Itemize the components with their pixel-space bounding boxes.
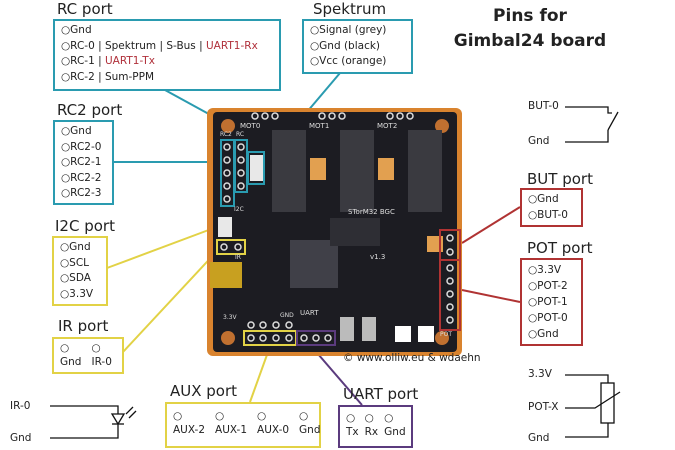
rc-pin: RC-2 | Sum-PPM	[61, 70, 273, 86]
ir-pin: Gnd	[60, 356, 82, 368]
ir-schematic-top-label: IR-0	[10, 400, 31, 412]
pin-hole-icon	[346, 411, 355, 425]
rc2-port-title: RC2 port	[57, 101, 123, 119]
silk-pot: POT	[440, 331, 453, 338]
pot-pin: POT-2	[528, 278, 575, 294]
silk-board-name: STorM32 BGC	[348, 208, 395, 216]
aux-connector-line	[249, 351, 269, 403]
pin-hole-icon	[384, 411, 393, 425]
ir-port-title: IR port	[58, 317, 109, 335]
ir-schematic-bottom-label: Gnd	[10, 432, 32, 444]
i2c-port-box: Gnd SCL SDA 3.3V	[52, 236, 108, 306]
pin-hole-icon	[173, 409, 182, 423]
uart-pin: Rx	[364, 426, 379, 438]
silk-uart: UART	[300, 309, 319, 317]
uart-pin: Gnd	[384, 426, 406, 438]
pot-pin: Gnd	[528, 326, 575, 342]
but-schematic-bottom-label: Gnd	[528, 135, 550, 147]
uart-connector-line	[317, 353, 363, 406]
ir-port-box: Gnd IR-0	[52, 337, 124, 374]
ir-pin: IR-0	[91, 356, 112, 368]
aux-pin: Gnd	[299, 424, 321, 436]
i2c-pin: 3.3V	[60, 287, 100, 303]
i2c-pin: SDA	[60, 271, 100, 287]
button-switch-schematic	[565, 106, 619, 143]
pot-pin: 3.3V	[528, 262, 575, 278]
silk-3v3: 3.3V	[223, 314, 237, 321]
rc-port-title: RC port	[57, 0, 113, 18]
spektrum-pin: Vcc (orange)	[310, 54, 405, 70]
pin-hole-icon	[257, 409, 266, 423]
pot-connector-line	[461, 289, 521, 303]
i2c-pin: SCL	[60, 256, 100, 272]
rc2-pin: RC2-2	[61, 171, 106, 187]
pot-port-box: 3.3V POT-2 POT-1 POT-0 Gnd	[520, 258, 583, 346]
rc2-pin: RC2-3	[61, 186, 106, 202]
diagram-title: Pins for Gimbal24 board	[430, 4, 630, 54]
pot-schematic-mid-label: POT-X	[528, 401, 559, 413]
pot-pin: POT-0	[528, 310, 575, 326]
pin-hole-icon	[60, 341, 69, 355]
i2c-connector-line	[106, 227, 215, 269]
ir-connector-line	[122, 249, 219, 353]
rc2-pin: RC2-0	[61, 140, 106, 156]
uart-pin: Tx	[346, 426, 359, 438]
aux-pin: AUX-1	[215, 424, 248, 436]
but-pin: Gnd	[528, 192, 575, 208]
silk-rc: RC	[236, 131, 245, 138]
aux-pin: AUX-0	[257, 424, 290, 436]
silk-ir: IR	[235, 254, 241, 261]
but-port-title: BUT port	[527, 170, 593, 188]
rc-pin: RC-0 | Spektrum | S-Bus | UART1-Rx	[61, 39, 273, 55]
pot-schematic-top-label: 3.3V	[528, 368, 552, 380]
silk-gnd: GND	[280, 312, 294, 319]
silk-i2c: I2C	[234, 206, 244, 213]
pot-port-title: POT port	[527, 239, 593, 257]
spektrum-pin: Gnd (black)	[310, 39, 405, 55]
silk-mot0: MOT0	[240, 122, 261, 130]
i2c-pin: Gnd	[60, 240, 100, 256]
uart-port-box: Tx Rx Gnd	[338, 405, 413, 448]
but-connector-line	[461, 206, 521, 244]
rc2-port-box: Gnd RC2-0 RC2-1 RC2-2 RC2-3	[53, 120, 114, 205]
pin-hole-icon	[91, 341, 100, 355]
aux-pin: AUX-2	[173, 424, 206, 436]
rc2-pin: Gnd	[61, 124, 106, 140]
aux-port-box: AUX-2 AUX-1 AUX-0 Gnd	[165, 402, 321, 448]
i2c-port-title: I2C port	[55, 217, 115, 235]
spektrum-pin: Signal (grey)	[310, 23, 405, 39]
uart-port-title: UART port	[343, 385, 419, 403]
but-schematic-top-label: BUT-0	[528, 100, 559, 112]
but-pin: BUT-0	[528, 208, 575, 224]
aux-port-title: AUX port	[170, 382, 238, 400]
rc2-pin: RC2-1	[61, 155, 106, 171]
board-photo	[207, 108, 462, 356]
rc-pin: RC-1 | UART1-Tx	[61, 54, 273, 70]
pin-hole-icon	[215, 409, 224, 423]
pot-pin: POT-1	[528, 294, 575, 310]
spektrum-box: Signal (grey) Gnd (black) Vcc (orange)	[302, 19, 413, 74]
silk-version: v1.3	[370, 253, 386, 261]
title-line-1: Pins for	[493, 6, 567, 26]
rc-port-box: Gnd RC-0 | Spektrum | S-Bus | UART1-Rx R…	[53, 19, 281, 91]
pin-hole-icon	[299, 409, 308, 423]
silk-rc2: RC2	[220, 131, 232, 138]
but-port-box: Gnd BUT-0	[520, 188, 583, 227]
spektrum-title: Spektrum	[313, 0, 387, 18]
pot-schematic-bottom-label: Gnd	[528, 432, 550, 444]
pin-hole-icon	[365, 411, 374, 425]
ir-led-schematic	[50, 405, 137, 439]
silk-mot1: MOT1	[309, 122, 330, 130]
rc-pin: Gnd	[61, 23, 273, 39]
copyright: © www.olliw.eu & wdaehn	[343, 352, 481, 364]
silk-mot2: MOT2	[377, 122, 398, 130]
title-line-2: Gimbal24 board	[453, 31, 607, 51]
potentiometer-schematic	[565, 374, 621, 438]
